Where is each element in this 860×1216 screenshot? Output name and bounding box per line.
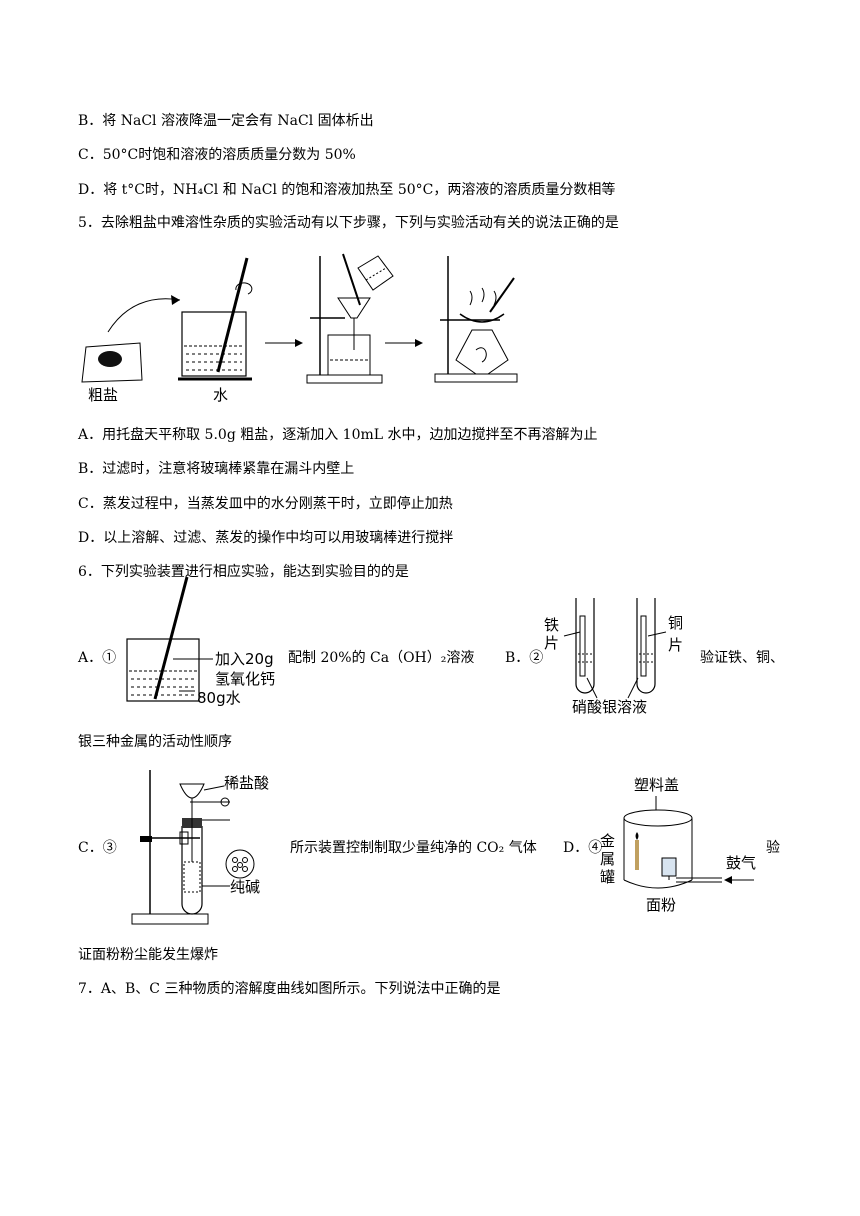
q6-d-blow-label: 鼓气	[726, 854, 756, 872]
q6-d-explosion-figure: 塑料盖 金 属 罐 鼓气 面粉	[600, 776, 756, 914]
q6-b-copper-2: 片	[668, 636, 683, 654]
q5-option-c: C．蒸发过程中，当蒸发皿中的水分刚蒸干时，立即停止加热	[78, 496, 453, 512]
q6-d-prefix: D．④	[563, 840, 603, 856]
salt-label: 粗盐	[88, 386, 118, 404]
q6-a-beaker-figure: 加入20g 氢氧化钙 80g水	[126, 576, 275, 707]
filtration-setup	[306, 253, 394, 384]
q6-d-can-2: 属	[600, 850, 615, 868]
q5-option-b: B．过滤时，注意将玻璃棒紧靠在漏斗内壁上	[78, 461, 355, 477]
q5-figure: 粗盐 水	[81, 253, 518, 404]
q6-d-text: 验	[766, 840, 780, 856]
q4-option-c: C．50°C时饱和溶液的溶质质量分数为 50%	[78, 147, 356, 163]
q6-d-can-1: 金	[600, 832, 615, 850]
q5-stem: 5．去除粗盐中难溶性杂质的实验活动有以下步骤，下列与实验活动有关的说法正确的是	[78, 215, 619, 231]
q6-d-can-3: 罐	[600, 868, 615, 886]
q6-b-iron-2: 片	[544, 634, 559, 652]
q6-a-label-calcium: 氢氧化钙	[215, 670, 275, 688]
dissolving-beaker: 水	[178, 257, 253, 404]
q6-c-soda-label: 纯碱	[230, 878, 260, 896]
q6-a-label-add: 加入20g	[215, 650, 274, 668]
q6-b-test-tubes-figure: 铁 片 铜 片 硝酸银溶液	[544, 598, 683, 716]
q6-c-apparatus-figure: 稀盐酸 纯碱	[131, 770, 269, 925]
q6-c-prefix: C．③	[78, 840, 117, 856]
q6-stem: 6．下列实验装置进行相应实验，能达到实验目的的是	[78, 564, 409, 580]
q6-c-acid-label: 稀盐酸	[224, 774, 269, 792]
q6-b-prefix: B．②	[505, 650, 544, 666]
q6-b-copper-1: 铜	[668, 614, 683, 632]
evaporation-setup	[434, 256, 518, 383]
q6-b-solution: 硝酸银溶液	[572, 698, 647, 716]
crude-salt-paper: 粗盐	[81, 342, 143, 404]
q6-a-prefix: A．①	[78, 650, 117, 666]
water-label: 水	[213, 386, 228, 404]
q6-a-label-water: 80g水	[197, 689, 241, 707]
q5-option-d: D．以上溶解、过滤、蒸发的操作中均可以用玻璃棒进行搅拌	[78, 530, 454, 546]
q4-option-d: D．将 t°C时，NH₄Cl 和 NaCl 的饱和溶液加热至 50°C，两溶液的…	[78, 182, 616, 198]
q7-stem: 7．A、B、C 三种物质的溶解度曲线如图所示。下列说法中正确的是	[78, 981, 501, 997]
q5-option-a: A．用托盘天平称取 5.0g 粗盐，逐渐加入 10mL 水中，边加边搅拌至不再溶…	[78, 427, 598, 443]
q6-d-text-cont: 证面粉粉尘能发生爆炸	[78, 947, 218, 963]
q6-a-text: 配制 20%的 Ca（OH）₂溶液	[288, 650, 475, 666]
q6-b-text-cont: 银三种金属的活动性顺序	[78, 734, 232, 750]
q4-option-b: B．将 NaCl 溶液降温一定会有 NaCl 固体析出	[78, 113, 374, 129]
q6-b-text: 验证铁、铜、	[700, 650, 784, 666]
q6-c-text: 所示装置控制制取少量纯净的 CO₂ 气体	[290, 840, 537, 856]
q6-d-flour-label: 面粉	[646, 896, 676, 914]
q6-b-iron-1: 铁	[544, 616, 559, 634]
q6-d-lid-label: 塑料盖	[634, 776, 679, 794]
